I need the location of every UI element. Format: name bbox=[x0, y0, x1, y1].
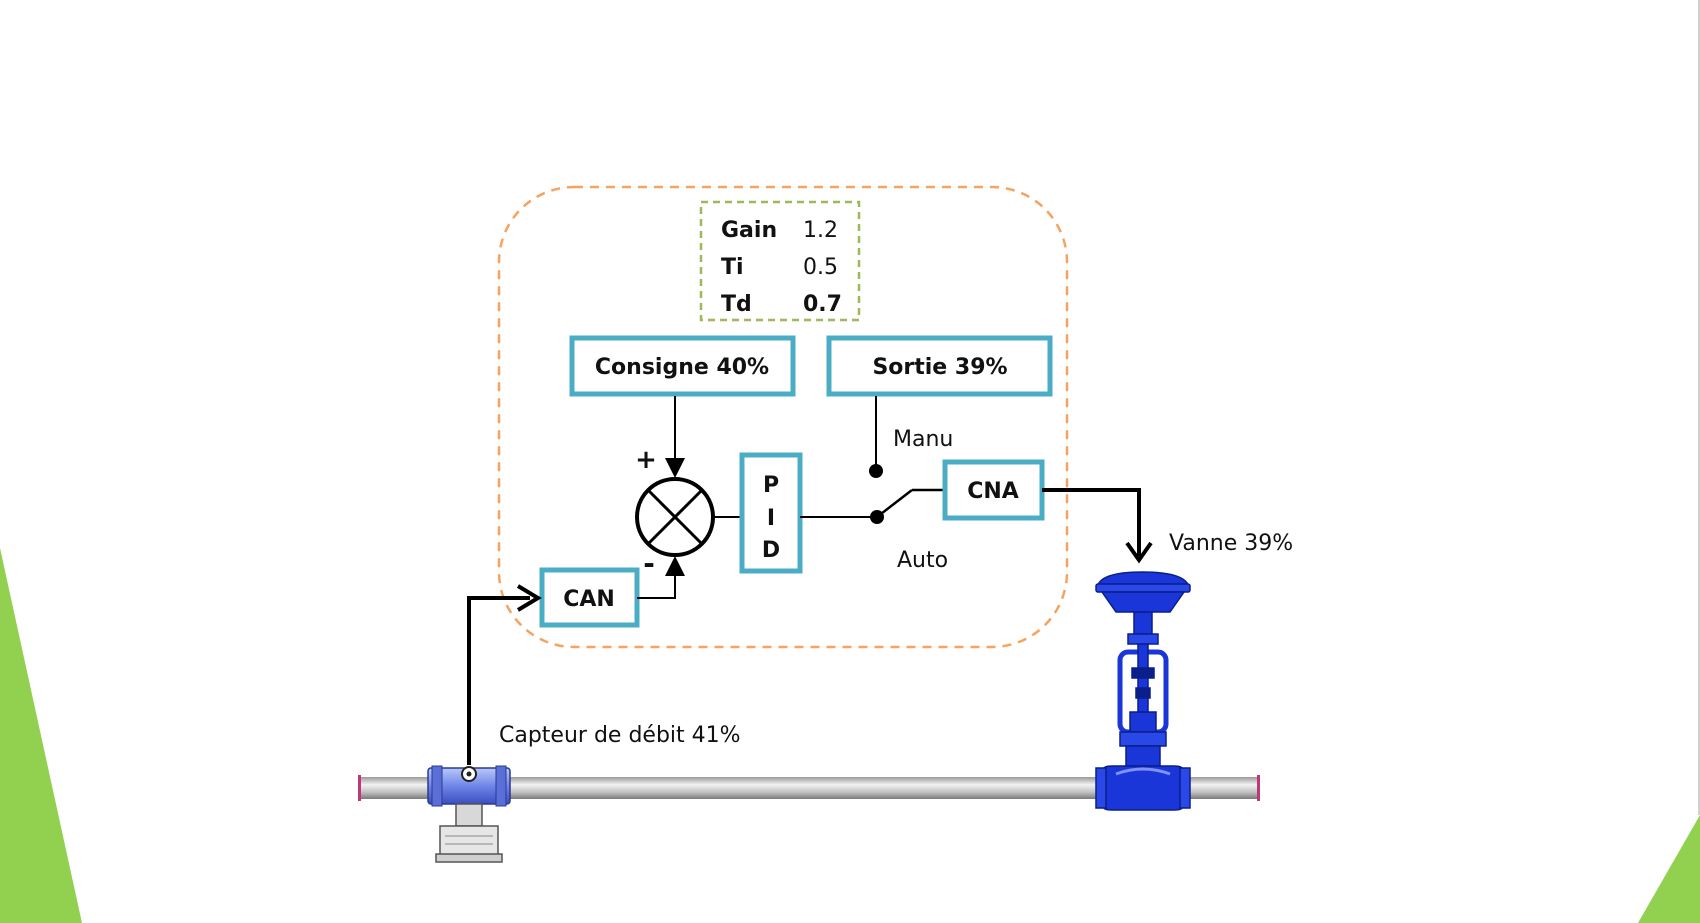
param-td-value: 0.7 bbox=[803, 292, 842, 317]
right-accent-shape bbox=[1638, 815, 1700, 923]
vanne-label: Vanne 39% bbox=[1169, 531, 1293, 556]
manu-label: Manu bbox=[893, 427, 953, 452]
control-valve bbox=[1095, 571, 1191, 811]
feedback-line bbox=[637, 556, 685, 599]
pid-i: I bbox=[767, 506, 775, 531]
param-ti-value: 0.5 bbox=[803, 255, 838, 280]
left-accent-shape bbox=[0, 548, 82, 923]
param-gain-value: 1.2 bbox=[803, 218, 838, 243]
sortie-label: Sortie 39% bbox=[872, 355, 1007, 380]
consigne-block bbox=[569, 335, 796, 397]
measurement-line bbox=[467, 596, 530, 765]
param-ti-label: Ti bbox=[721, 255, 744, 280]
plus-sign: + bbox=[635, 445, 657, 475]
flow-sensor bbox=[427, 765, 511, 863]
auto-manual-switch bbox=[869, 464, 945, 524]
minus-sign: - bbox=[643, 547, 655, 580]
param-td-label: Td bbox=[721, 292, 752, 317]
sortie-block bbox=[826, 335, 1053, 397]
pid-d: D bbox=[762, 538, 780, 563]
pid-p: P bbox=[763, 473, 779, 498]
controller-region bbox=[497, 185, 1069, 649]
summing-junction bbox=[635, 477, 715, 557]
cna-label: CNA bbox=[967, 479, 1019, 504]
pid-block bbox=[739, 452, 803, 574]
capteur-label: Capteur de débit 41% bbox=[499, 723, 741, 748]
cna-block bbox=[942, 459, 1045, 521]
param-gain-label: Gain bbox=[721, 218, 777, 243]
pipe bbox=[358, 775, 1260, 801]
valve-command-line bbox=[1042, 488, 1141, 556]
consigne-label: Consigne 40% bbox=[595, 355, 769, 380]
auto-label: Auto bbox=[897, 548, 948, 573]
pid-parameters: Gain 1.2 Ti 0.5 Td 0.7 bbox=[699, 200, 861, 322]
measurement-arrowhead bbox=[516, 584, 542, 612]
can-label: CAN bbox=[563, 587, 615, 612]
param-box bbox=[699, 200, 861, 322]
valve-command-arrowhead bbox=[1125, 541, 1153, 564]
